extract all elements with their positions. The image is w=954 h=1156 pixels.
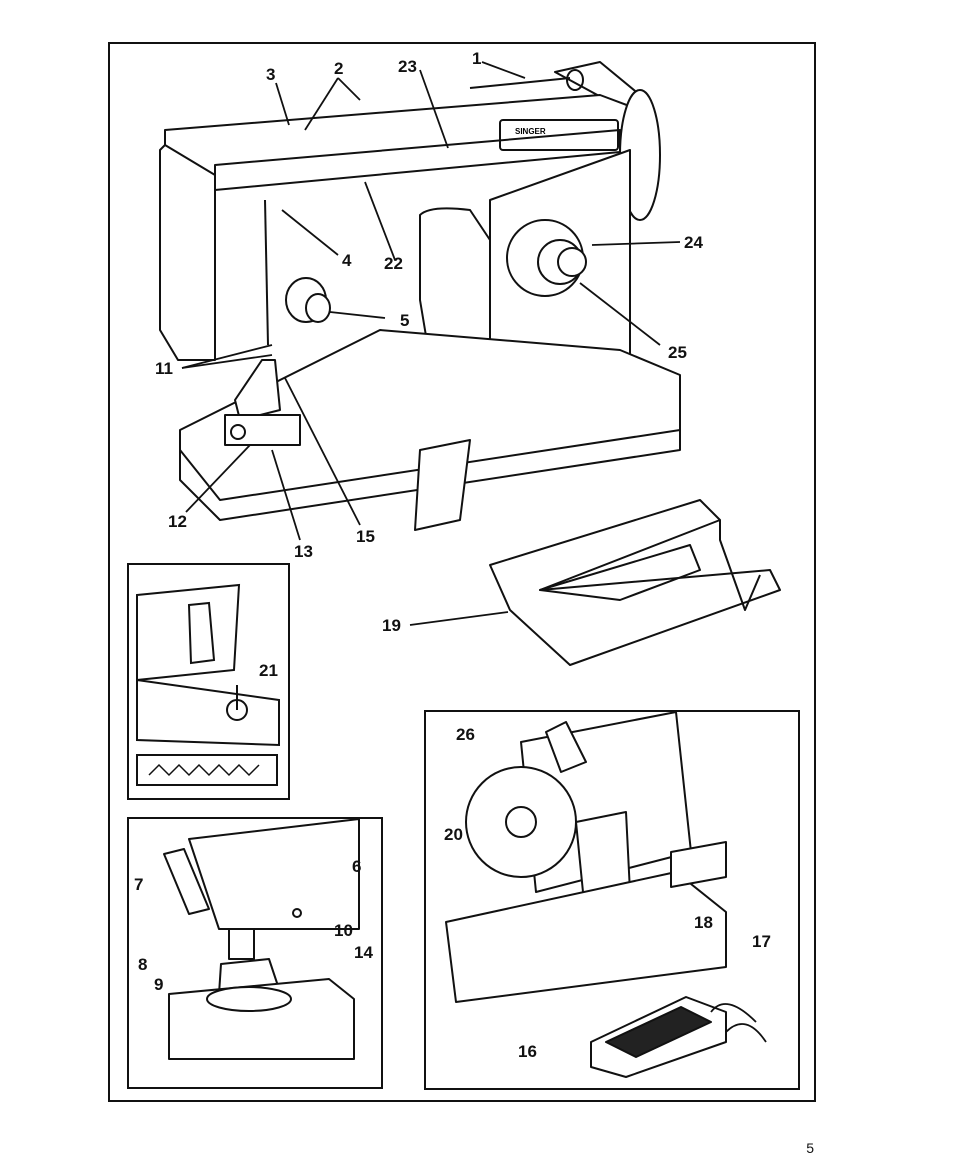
callout-20: 20 bbox=[444, 825, 463, 844]
brand-label: SINGER bbox=[515, 127, 546, 136]
callout-12: 12 bbox=[168, 512, 187, 531]
callout-13: 13 bbox=[294, 542, 313, 561]
callout-8: 8 bbox=[138, 955, 148, 974]
needle-inset bbox=[127, 817, 383, 1089]
callout-1: 1 bbox=[472, 49, 482, 68]
rear-view-inset bbox=[424, 710, 800, 1090]
callout-10: 10 bbox=[334, 921, 353, 940]
rear-view-illustration bbox=[445, 712, 767, 1078]
callout-16: 16 bbox=[518, 1042, 537, 1061]
callout-7: 7 bbox=[134, 875, 144, 894]
bobbin-inset bbox=[127, 563, 290, 800]
needle-area-illustration bbox=[163, 819, 360, 1060]
callout-6: 6 bbox=[352, 857, 362, 876]
callout-24: 24 bbox=[684, 233, 703, 252]
callout-22: 22 bbox=[384, 254, 403, 273]
page-frame bbox=[108, 42, 816, 1102]
callout-14: 14 bbox=[354, 943, 373, 962]
callout-5: 5 bbox=[400, 311, 410, 330]
callout-26: 26 bbox=[456, 725, 475, 744]
callout-17: 17 bbox=[752, 932, 771, 951]
callout-11: 11 bbox=[155, 359, 173, 378]
callout-25: 25 bbox=[668, 343, 687, 362]
callout-9: 9 bbox=[154, 975, 164, 994]
callout-19: 19 bbox=[382, 616, 401, 635]
callout-3: 3 bbox=[266, 65, 276, 84]
page-number: 5 bbox=[806, 1140, 814, 1156]
callout-21: 21 bbox=[259, 661, 278, 680]
callout-4: 4 bbox=[342, 251, 352, 270]
callout-2: 2 bbox=[334, 59, 344, 78]
callout-23: 23 bbox=[398, 57, 417, 76]
bobbin-area-illustration bbox=[136, 583, 280, 786]
callout-18: 18 bbox=[694, 913, 713, 932]
callout-15: 15 bbox=[356, 527, 375, 546]
